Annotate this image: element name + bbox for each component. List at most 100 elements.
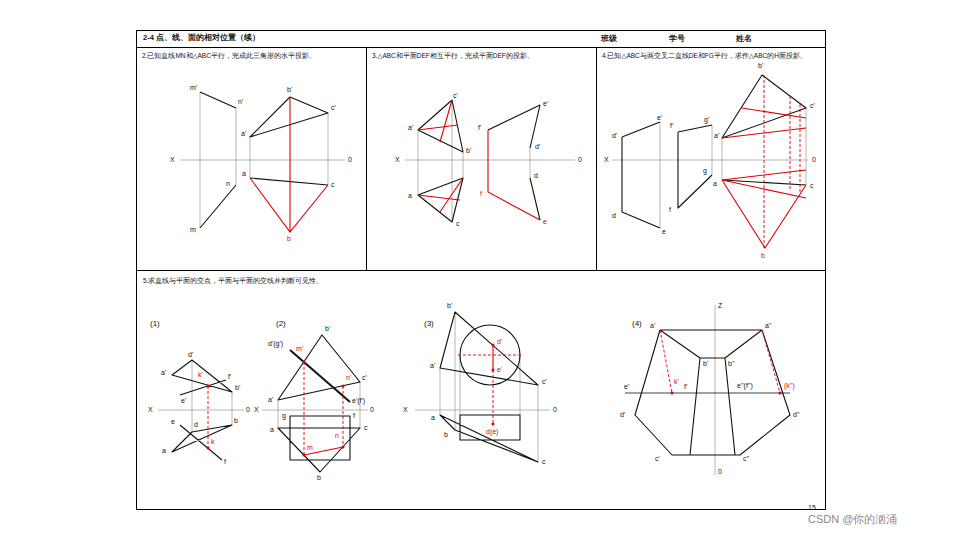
label-holder: f' [684,383,687,390]
axis-label: 0 [718,468,722,475]
point-label: f' [684,383,687,390]
point-label: e [171,418,175,425]
intersection-point [342,385,345,388]
exercise-heading: 4.已知△ABC与两交叉二直线DE和FG平行，求作△ABC的H面投影。 [602,52,807,59]
text-slot: 5.求直线与平面的交点，平面与平面的交线并判断可见性。 [143,277,323,285]
label-holder: 0 [553,406,557,413]
label-holder: a' [650,322,655,329]
label-holder: n [226,180,230,187]
exercise-panel: 3.△ABC和平面DEF相互平行，完成平面DEF的投影。 [366,47,597,271]
label-holder: b [234,417,238,424]
label-holder: a [408,192,412,199]
label-holder: f [224,458,226,465]
label-holder: b' [703,360,708,367]
point-label: f' [670,122,673,129]
label-holder: a' [408,124,413,131]
label-holder: e' [657,114,662,121]
label-holder: k [211,438,215,445]
exercise-heading: 3.△ABC和平面DEF相互平行，完成平面DEF的投影。 [372,52,534,59]
exercise-panel: 4.已知△ABC与两交叉二直线DE和FG平行，求作△ABC的H面投影。 [596,47,826,271]
axis-label: 0 [246,406,250,413]
cutting-plane-line [625,393,790,394]
label-holder: c' [331,104,336,111]
label-holder: e''(f'') [737,382,753,389]
point-label: m' [190,84,197,91]
label-holder: n [335,432,339,439]
point-label: b' [466,147,471,154]
intersection-point [303,454,306,457]
label-holder: X [403,406,408,413]
form-field-label: 姓名 [736,34,752,43]
label-holder: CSDN @你的汹涌 [808,514,897,525]
label-holder: e'(f') [352,397,365,404]
label-holder: a' [241,130,246,137]
label-holder: X [170,156,175,163]
label-holder: d' [612,132,617,139]
label-holder: d'(g') [268,340,283,347]
label-holder: a' [714,132,719,139]
point-label: c [542,458,546,465]
label-holder: c [810,182,814,189]
axis-label: X [403,406,408,413]
label-holder: (4) [632,320,642,328]
point-label: e'(f') [352,397,365,404]
exercise-heading: 5.求直线与平面的交点，平面与平面的交线并判断可见性。 [143,277,323,284]
label-holder: b' [758,62,763,69]
label-holder: d(e) [486,428,498,435]
label-holder: a' [268,396,273,403]
point-label: b [444,431,448,438]
label-holder: c [331,181,335,188]
point-label: k [211,438,215,445]
point-label: n [335,432,339,439]
label-holder: Z [718,302,722,309]
intersection-point [342,446,345,449]
label-holder: m' [190,84,197,91]
label-holder: e [171,418,175,425]
label-holder: d [194,421,198,428]
label-holder: X [148,406,153,413]
label-holder: e' [624,383,629,390]
label-holder: m [190,226,196,233]
label-holder: c [542,458,546,465]
solution-construction-line [208,75,800,455]
point-label: d'' [793,411,800,418]
label-holder: c'' [743,455,749,462]
label-holder: a' [430,362,435,369]
form-field-label: 班级 [601,34,617,43]
point-label: m [190,226,196,233]
label-holder: k' [674,378,679,385]
point-label: a' [161,369,166,376]
label-holder: c' [542,378,547,385]
label-holder: b [444,431,448,438]
label-holder: e' [181,397,186,404]
point-label: e' [181,397,186,404]
label-holder: d' [620,411,625,418]
label-holder: d [534,172,538,179]
label-holder: b [317,474,321,481]
label-holder: b' [287,86,292,93]
label-holder: e [662,228,666,235]
point-label: d' [620,411,625,418]
point-label: b'' [728,360,735,367]
point-label: e [662,228,666,235]
label-holder: a [270,426,274,433]
point-label: d [534,172,538,179]
label-holder: e' [543,100,548,107]
intersection-point [779,392,782,395]
edge-view-plane [290,350,350,402]
point-label: g [703,167,707,174]
point-label: c' [362,374,367,381]
point-label: c [331,181,335,188]
point-label: k' [674,378,679,385]
point-label: e' [624,383,629,390]
label-holder: k' [198,371,203,378]
point-label: a [408,192,412,199]
point-label: a' [430,362,435,369]
point-label: d' [497,338,502,345]
point-label: c' [542,378,547,385]
point-label: n' [346,374,351,381]
point-label: a [270,426,274,433]
label-holder: d' [497,338,502,345]
intersection-point [492,369,495,372]
text-slot: 姓名 [736,34,752,43]
